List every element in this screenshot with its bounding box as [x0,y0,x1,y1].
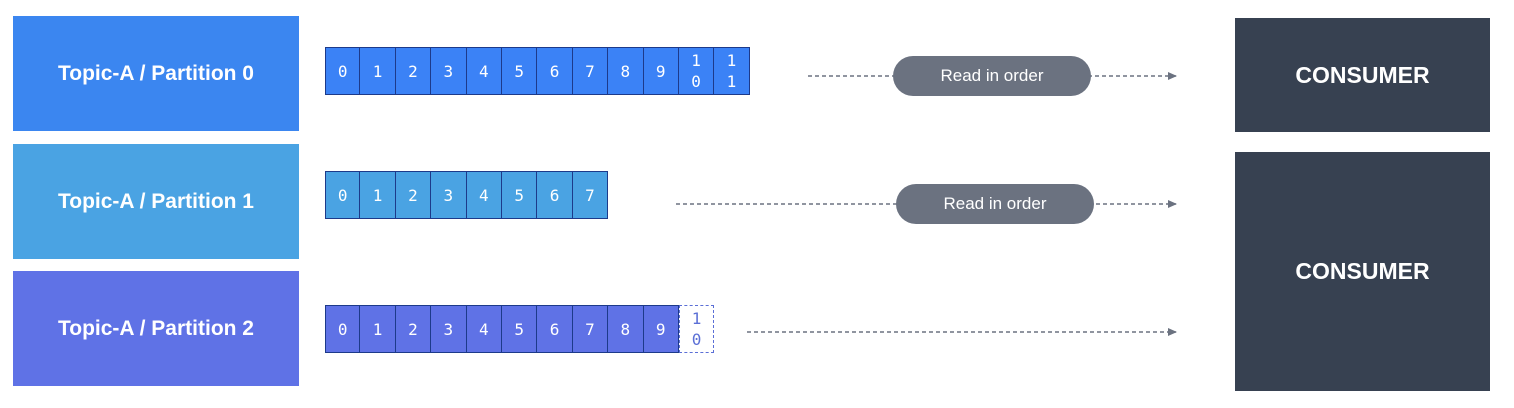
offset-cell: 0 [325,305,361,353]
offset-cell: 6 [537,305,573,353]
consumer-1-box: CONSUMER [1235,152,1490,391]
offset-cell: 1 [360,305,396,353]
offset-cell: 4 [466,171,502,219]
consumer-1-label: CONSUMER [1295,258,1430,284]
offset-cell: 9 [643,305,679,353]
offset-cell: 8 [608,305,644,353]
pending-offset-cell: 1 0 [678,305,715,353]
offset-cell: 7 [572,305,609,353]
offset-cell: 2 [395,305,432,353]
offset-cell: 9 [643,47,679,95]
consumer-0-label: CONSUMER [1295,61,1430,88]
offset-cell: 8 [608,47,644,95]
flow-0-label: Read in order [893,56,1091,96]
offset-cell: 1 1 [714,47,750,95]
offset-cell: 5 [501,47,538,95]
flow-0-label-text: Read in order [940,66,1044,85]
offset-cell: 0 [325,171,361,219]
consumer-0-box: CONSUMER [1235,18,1490,132]
offset-cell: 0 [325,47,361,95]
offset-cell: 1 0 [678,47,715,95]
offset-cell: 7 [572,171,609,219]
offset-cell: 5 [501,305,538,353]
offset-cell: 1 [360,47,396,95]
flow-1-label-text: Read in order [943,194,1047,213]
offset-cell: 1 [360,171,396,219]
partition-0-label: Topic-A / Partition 0 [57,61,254,85]
offset-cell: 6 [537,171,573,219]
offset-cell: 2 [395,171,432,219]
offset-cell: 6 [537,47,573,95]
partition-1-label: Topic-A / Partition 1 [57,189,254,213]
offset-cell: 4 [466,305,502,353]
offset-cell: 2 [395,47,432,95]
offset-cell: 3 [431,47,467,95]
flow-1-label: Read in order [896,184,1094,224]
partition-2-label: Topic-A / Partition 2 [57,316,254,340]
partition-0-box: Topic-A / Partition 0 [13,16,299,131]
offset-cell: 5 [501,171,538,219]
offset-cell: 3 [431,171,467,219]
offset-cell: 4 [466,47,502,95]
offset-cell: 3 [431,305,467,353]
partition-1-box: Topic-A / Partition 1 [13,144,299,259]
partition-2-box: Topic-A / Partition 2 [13,271,299,386]
offset-cell: 7 [572,47,609,95]
